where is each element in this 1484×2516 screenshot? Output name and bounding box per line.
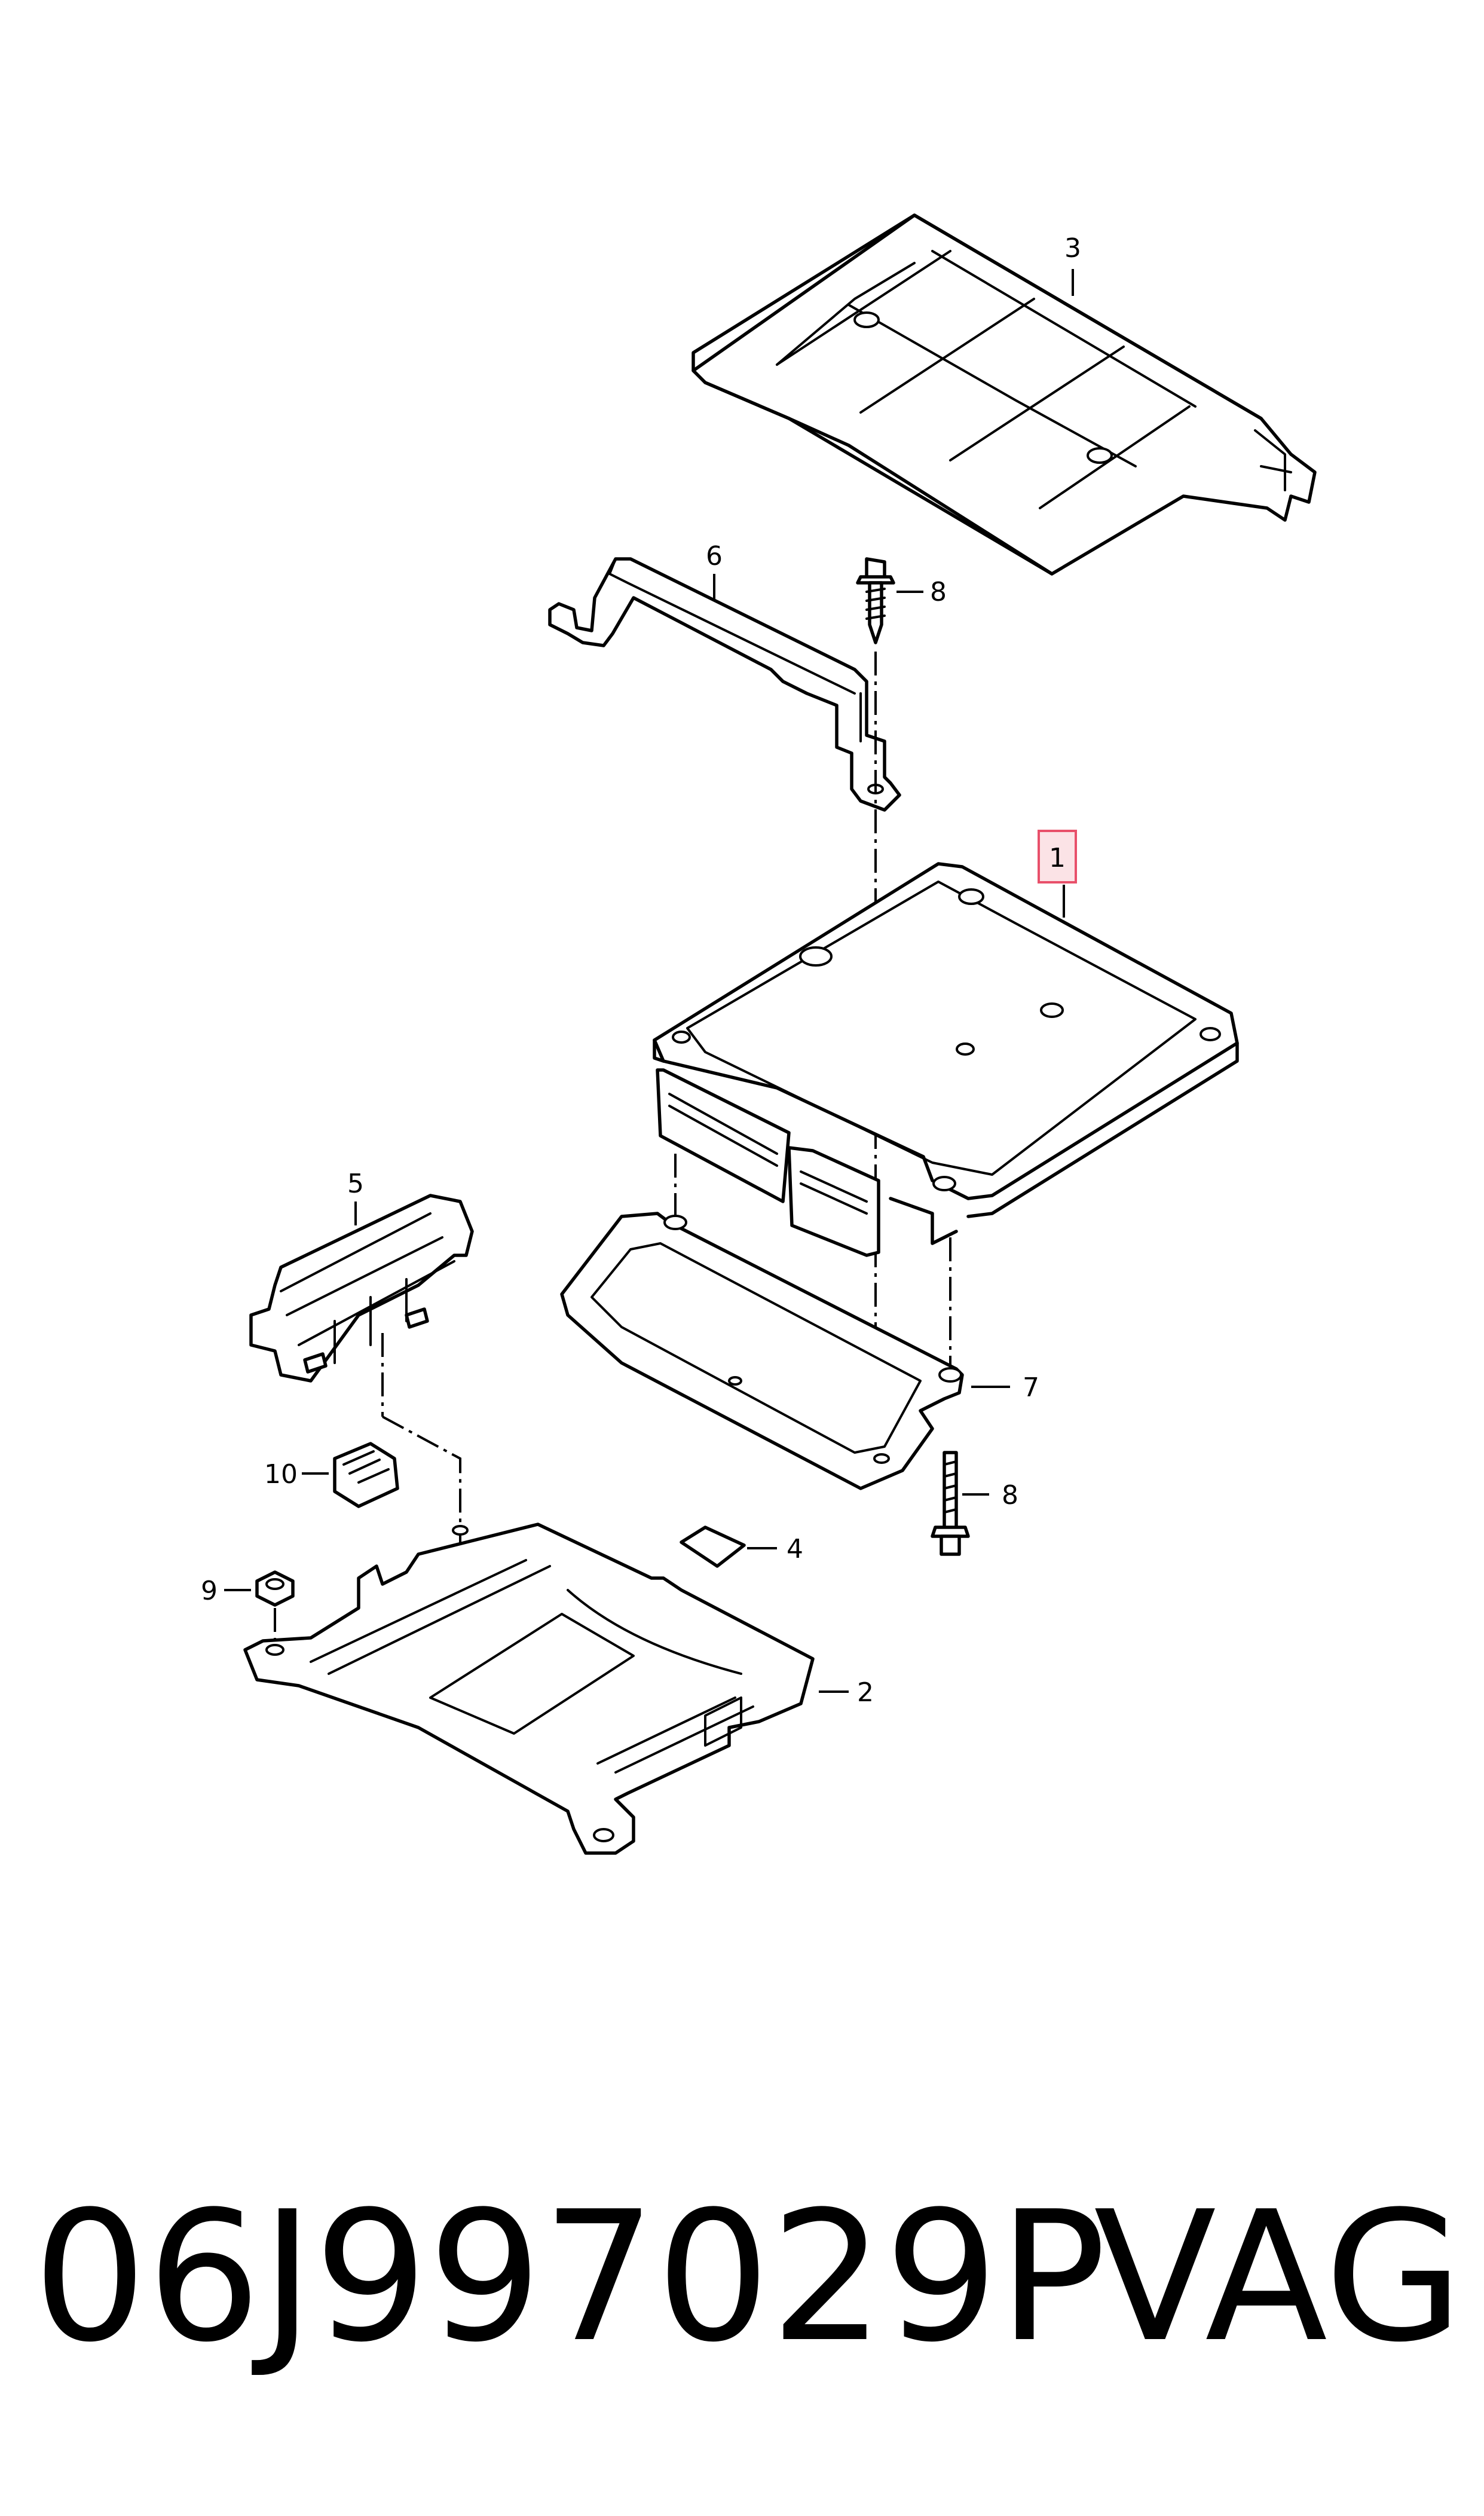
callout-6: 6: [706, 541, 723, 571]
callout-8-lower: 8: [1002, 1480, 1018, 1511]
part-10-clip: [333, 1442, 399, 1508]
part-6-bracket: [548, 557, 901, 812]
callout-2: 2: [857, 1677, 874, 1708]
exploded-parts-diagram: 3 6 8 1 5 7 8 10 4 9 2: [201, 213, 1317, 1855]
callout-4: 4: [787, 1534, 803, 1564]
part-3-cover: [691, 213, 1317, 576]
part-8-screw-lower: [931, 1451, 970, 1556]
part-9-nut: [255, 1570, 295, 1650]
part-8-screw-upper: [856, 557, 895, 644]
callout-7: 7: [1023, 1372, 1039, 1403]
callout-10: 10: [264, 1459, 298, 1490]
callout-5: 5: [347, 1169, 364, 1199]
footer: 06J997029P VAG: [0, 2164, 1484, 2391]
part-number: 06J997029P: [33, 2173, 1107, 2382]
brand-label: VAG: [1094, 2173, 1464, 2382]
callout-9: 9: [201, 1576, 218, 1606]
part-7-mounting-plate: [560, 1212, 964, 1490]
part-5-connector-holder: [249, 1194, 474, 1383]
part-1-control-unit: [653, 862, 1239, 1257]
part-2-base-plate: [243, 1523, 815, 1855]
callout-8-upper: 8: [930, 577, 947, 607]
callout-3: 3: [1064, 233, 1081, 264]
part-4-pad: [680, 1526, 746, 1568]
callout-1-highlight: [1038, 830, 1077, 883]
callout-1: 1: [1049, 843, 1066, 873]
